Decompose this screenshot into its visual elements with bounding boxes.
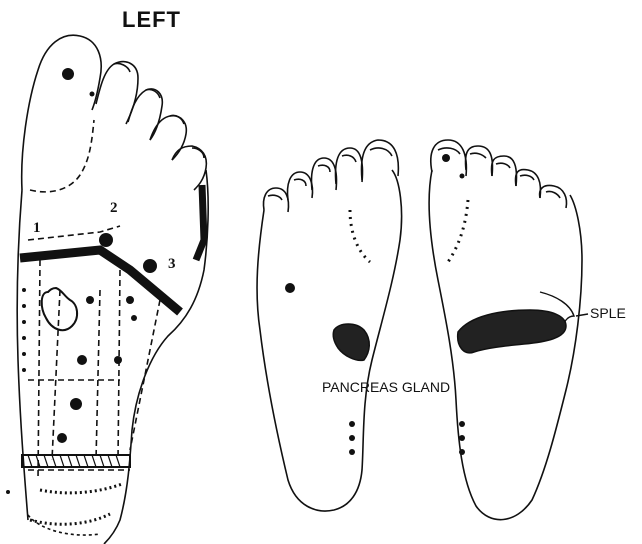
reflex-dot bbox=[90, 92, 95, 97]
middle-toe-1 bbox=[362, 140, 399, 180]
zone-2-label: 2 bbox=[110, 200, 118, 216]
left-foot-dashed-curve bbox=[30, 120, 94, 192]
reflex-dot bbox=[459, 421, 465, 427]
middle-toe-4 bbox=[288, 172, 313, 200]
heel-speckle-line-2 bbox=[40, 484, 122, 493]
heel-speckle-line bbox=[30, 514, 110, 524]
reflex-dot bbox=[77, 355, 87, 365]
toe-4-outline bbox=[150, 116, 186, 160]
middle-dotted-line bbox=[350, 210, 370, 262]
reflex-dot bbox=[62, 68, 74, 80]
middle-toenail bbox=[370, 148, 392, 156]
toenail-1 bbox=[114, 63, 130, 72]
reflex-dot bbox=[143, 259, 157, 273]
reflex-dot bbox=[22, 352, 26, 356]
reflex-dot bbox=[349, 421, 355, 427]
toe-3-outline bbox=[128, 89, 162, 140]
middle-toenail bbox=[318, 165, 330, 172]
reflex-dot bbox=[70, 398, 82, 410]
reflex-dot bbox=[459, 435, 465, 441]
reflex-dot bbox=[442, 154, 450, 162]
reflex-dot bbox=[460, 174, 465, 179]
zone-3-label: 3 bbox=[168, 256, 176, 272]
right-toe-4 bbox=[516, 170, 541, 198]
right-foot-dots bbox=[442, 154, 465, 455]
left-foot-figure bbox=[17, 35, 208, 544]
middle-toe-5 bbox=[264, 188, 289, 212]
left-foot-zone-lines bbox=[28, 226, 160, 480]
middle-toenail bbox=[294, 179, 306, 186]
right-toenail bbox=[546, 191, 560, 198]
toe-2-outline bbox=[96, 62, 138, 124]
middle-foot-figure bbox=[257, 140, 402, 511]
reflex-dot bbox=[86, 296, 94, 304]
left-foot-thick-band-2 bbox=[196, 185, 204, 260]
reflex-dot bbox=[22, 368, 26, 372]
right-toe-5 bbox=[540, 186, 567, 209]
right-toenail bbox=[438, 148, 460, 154]
big-toe-outline bbox=[22, 35, 101, 190]
reflex-dot bbox=[57, 433, 67, 443]
right-pancreas-shape bbox=[458, 310, 566, 353]
middle-toe-3 bbox=[312, 158, 337, 190]
toenail-4 bbox=[192, 148, 204, 158]
toenail-3 bbox=[170, 115, 184, 124]
right-toenail bbox=[470, 153, 486, 158]
right-dotted-line bbox=[448, 200, 468, 262]
middle-toenail bbox=[268, 195, 282, 200]
reflex-dot bbox=[99, 233, 113, 247]
middle-foot-dots bbox=[285, 283, 355, 455]
right-toe-3 bbox=[492, 156, 517, 186]
pancreas-gland-label: PANCREAS GLAND bbox=[322, 379, 450, 395]
reflex-dot bbox=[349, 435, 355, 441]
hatch-lines bbox=[28, 455, 120, 467]
middle-pancreas-shape bbox=[333, 324, 369, 360]
reflex-dot bbox=[285, 283, 295, 293]
middle-toenail bbox=[342, 155, 356, 162]
reflex-dot bbox=[126, 296, 134, 304]
right-toenail bbox=[520, 175, 534, 180]
reflex-dot bbox=[349, 449, 355, 455]
reflex-dot bbox=[22, 304, 26, 308]
spleen-label: SPLE bbox=[590, 305, 626, 321]
reflex-dot bbox=[131, 315, 137, 321]
right-toe-2 bbox=[466, 146, 493, 176]
middle-toe-2 bbox=[336, 148, 363, 184]
reflex-dot bbox=[22, 336, 26, 340]
reflex-dot bbox=[459, 449, 465, 455]
left-label: LEFT bbox=[122, 7, 181, 32]
middle-foot-outline bbox=[257, 170, 402, 511]
zone-1-label: 1 bbox=[33, 220, 41, 236]
left-foot-heel bbox=[28, 515, 100, 535]
reflex-dot bbox=[22, 288, 26, 292]
right-toenail bbox=[496, 163, 510, 168]
reflex-dot bbox=[114, 356, 122, 364]
reflex-dot bbox=[22, 320, 26, 324]
reflex-dot bbox=[6, 490, 10, 494]
